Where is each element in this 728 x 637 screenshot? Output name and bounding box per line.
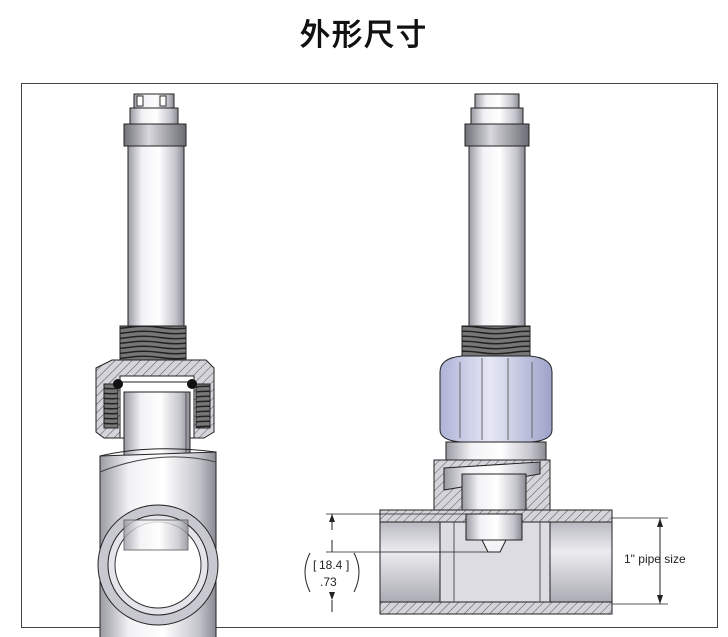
pipe-size-label: 1" pipe size (624, 552, 686, 566)
right-nut (439, 355, 553, 443)
right-collar (464, 123, 530, 147)
left-thread (119, 325, 187, 361)
svg-text:[: [ (313, 558, 317, 572)
dimension-imperial: .73 (320, 575, 337, 589)
right-thread (461, 325, 531, 361)
right-connector-top (474, 93, 520, 109)
left-inner-stem (123, 391, 191, 457)
left-o-ring-left (113, 379, 123, 389)
right-electrode-tip (465, 513, 523, 541)
left-view-sensor (95, 93, 219, 637)
dimension-tip-insertion: [ ] 18.4 .73 (304, 513, 500, 612)
dimension-metric: 18.4 (319, 558, 343, 572)
page-title: 外形尺寸 (300, 18, 428, 53)
dimension-pipe-size: 1" pipe size (612, 517, 686, 605)
right-view-sensor (379, 93, 613, 615)
left-collar (123, 123, 187, 147)
left-o-ring-right (187, 379, 197, 389)
svg-text:]: ] (346, 558, 349, 572)
right-sensor-body (468, 145, 526, 327)
left-sensor-body (127, 145, 185, 327)
